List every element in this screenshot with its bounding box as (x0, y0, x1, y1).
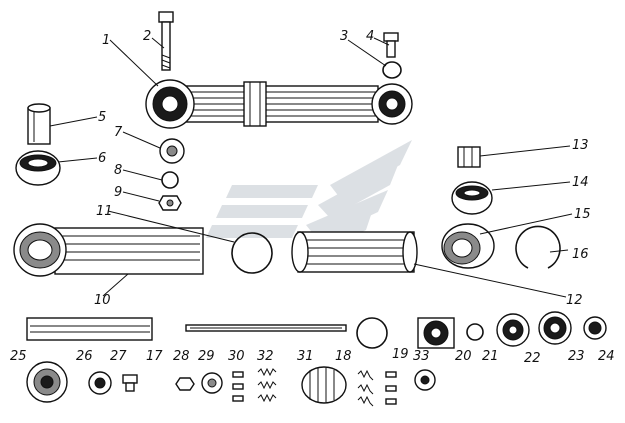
callout-16: 16 (572, 247, 589, 262)
part-washer-7 (159, 138, 185, 164)
part-washer-33 (414, 369, 436, 391)
callout-13: 13 (572, 138, 589, 153)
part-circlip-16 (515, 225, 561, 269)
part-o-ring-19 (356, 317, 388, 349)
callout-31: 31 (297, 349, 314, 364)
part-short-bolt (383, 32, 399, 58)
callout-7: 7 (114, 125, 123, 140)
part-piston-25 (26, 361, 68, 403)
callout-12: 12 (566, 293, 583, 308)
callout-1: 1 (102, 33, 110, 48)
part-bearing-ring-6 (15, 150, 61, 186)
callout-24: 24 (598, 349, 615, 364)
callout-18: 18 (335, 349, 352, 364)
callout-3: 3 (340, 29, 348, 44)
callout-33: 33 (413, 349, 430, 364)
part-nut-9 (158, 195, 182, 211)
callout-22: 22 (524, 351, 541, 366)
part-valve-assembly-31 (301, 366, 347, 404)
part-shock-absorber-assembly (145, 79, 413, 129)
callout-19: 19 (392, 347, 409, 362)
callout-10: 10 (94, 293, 111, 308)
part-lock-ring-8 (161, 171, 179, 189)
callout-4: 4 (366, 29, 374, 44)
part-washer-29 (201, 372, 223, 394)
callout-6: 6 (98, 151, 106, 166)
callout-15: 15 (574, 207, 591, 222)
callout-23: 23 (568, 349, 585, 364)
part-long-bolt (158, 11, 174, 71)
part-small-nut-28 (175, 377, 195, 391)
callout-labels: 1 2 3 4 5 6 7 8 9 10 11 12 13 14 15 16 1… (10, 29, 615, 366)
callout-11: 11 (96, 204, 113, 219)
part-bushing-5 (27, 103, 51, 145)
part-inner-cylinder-17 (26, 317, 153, 341)
part-guide-23 (538, 311, 572, 345)
callout-28: 28 (173, 349, 190, 364)
part-rubber-bushing-14 (451, 181, 493, 215)
part-reservoir-tube-12 (291, 231, 418, 273)
callout-9: 9 (114, 185, 122, 200)
part-valve-body-20 (417, 317, 455, 349)
part-sleeve-13 (457, 146, 481, 168)
leader-lines (49, 37, 573, 298)
part-eye-bearing-15 (441, 223, 495, 269)
callout-17: 17 (146, 349, 163, 364)
part-piston-rod-18 (185, 324, 347, 332)
part-lower-eye-tube-10 (13, 223, 204, 277)
callout-5: 5 (98, 110, 106, 125)
part-washer-24 (583, 316, 607, 340)
part-valve-pins-30 (232, 371, 244, 402)
callout-8: 8 (114, 163, 122, 178)
callout-32: 32 (257, 349, 274, 364)
callout-20: 20 (455, 349, 472, 364)
part-valve-disc-22 (496, 313, 530, 347)
callout-14: 14 (572, 175, 589, 190)
callout-29: 29 (198, 349, 215, 364)
callout-30: 30 (228, 349, 245, 364)
part-washer-26 (88, 371, 112, 395)
part-small-bolt-27 (122, 374, 138, 392)
callout-21: 21 (482, 349, 499, 364)
callout-25: 25 (10, 349, 27, 364)
part-springs-18 (357, 369, 397, 407)
part-ring-21 (466, 323, 484, 341)
callout-27: 27 (110, 349, 127, 364)
callout-2: 2 (143, 29, 151, 44)
part-snap-ring-small (382, 61, 402, 79)
callout-26: 26 (76, 349, 93, 364)
part-springs-32 (257, 367, 277, 403)
part-ring-11 (231, 232, 273, 274)
